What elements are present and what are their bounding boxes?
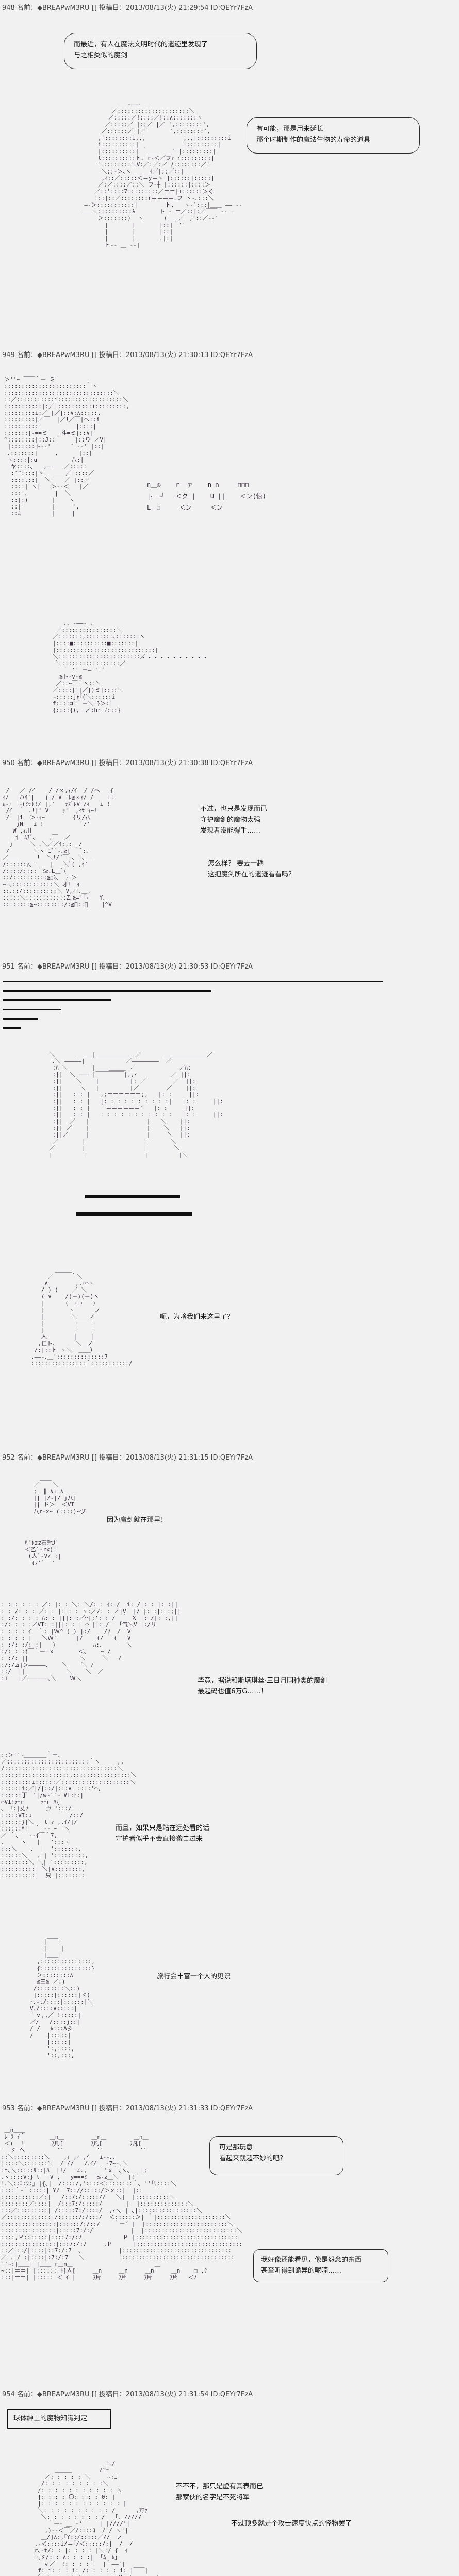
post-948-header: 948 名前：◆BREAPwM3RU [] 投稿日：2013/08/13(火) … [2, 4, 253, 12]
scene-transition-bar-1 [3, 981, 383, 982]
aa-observer-figure: ::＞''~＿＿＿＿｀ー､ ／::::::::::::::::::::::::｀… [1, 1752, 137, 1879]
dialog-sword-value: 毕竟，据说和斯塔琪丝·三日月同种类的魔剑 最起码也值6万G……！ [198, 1677, 327, 1696]
aa-top-hat-gentleman: |￣￣| | | _|＿＿|_ ,:::::::::::::::, {:::::… [30, 1938, 95, 2059]
dialog-undead-general: 不不不，那只是虚有其表而已 那家伙的名字是不死将军 [176, 2483, 264, 2501]
scene-transition-bar-4 [3, 1009, 61, 1010]
post-951-header: 951 名前：◆BREAPwM3RU [] 投稿日：2013/08/13(火) … [2, 963, 253, 971]
scene-transition-bar-5 [3, 1018, 38, 1020]
speech-bubble-lifespan-tool: 有可能，那是用来延长 那个时期制作的魔法生物的寿命的道具 [247, 117, 420, 154]
aa-gesture-row: n＿◎ r――ァ n ∩ ⊓⊓⊓ |⌐－┘ ＜ク | U || ＜ン(惊) L－… [147, 481, 266, 511]
ellipsis-dots: ・・・・・・・・・・・ [140, 654, 209, 662]
scene-transition-bar-3 [3, 999, 111, 1001]
aa-long-hair-figure: ＞''~ ￣￣｀ー ミ ::::::::::::::::::::::::｀ヽ :… [4, 376, 129, 517]
corridor-door-bar-upper [85, 1195, 180, 1198]
scene-transition-bar-2 [3, 990, 211, 992]
aa-round-robot-figure: ＿＿＿ ／ ｀＼ ∧ ,.ｨ⌒ヽ / ) ) ／ ＼ ( ∨ /(－)(－)ヽ … [31, 1266, 133, 1367]
post-953-header: 953 名前：◆BREAPwM3RU [] 投稿日：2013/08/13(火) … [2, 2105, 253, 2112]
aa-small-girl: ＿＿ ／ ＼ ; ∥ ∧i ∧ || |/-|/ j八| || ド＞ ＜VI 八… [33, 1475, 86, 1515]
dialog-why-here: 呃，为啥我们来这里了？ [160, 1313, 234, 1321]
dialog-monster-speed: 不过顶多就是个攻击速度快点的怪物罢了 [231, 2520, 352, 2528]
post-950-header: 950 名前：◆BREAPwM3RU [] 投稿日：2013/08/13(火) … [2, 759, 253, 767]
aa-party-scene: ＿n＿＿ ﾚ'ﾌ ｲ｀ ＿n＿ ＿n＿ ＿n＿ ＜( ! ﾌ凡[ ﾌ凡[ ﾌ凡[… [1, 2127, 242, 2281]
post-952-header: 952 名前：◆BREAPwM3RU [] 投稿日：2013/08/13(火) … [2, 1454, 253, 1462]
aa-sphere-gentleman: ＼/ ＿＿＿ /^ｰ ／: : : : : ＼ ~:i /: : : : : :… [34, 2460, 160, 2576]
aa-robed-mage: ＿ -――- ＿ ／:::::::::::::::::::::＼ ／:::::／… [80, 101, 242, 248]
aa-explain-scene: : : : : : : ／: |: : ＼: ＼/: : ｲ: / i: /|:… [1, 1601, 181, 1682]
aa-ruins-corridor: ＼ ＿＿＿|＿＿＿＿＿＿＿／ ＿＿＿＿＿＿＿＿／ ､＼ ―――――| ／――――… [49, 1051, 223, 1158]
speech-bubble-ruins-discovery: 而最近，有人在魔法文明时代的遗迹里发现了 与之相类似的魔剑 [64, 33, 257, 69]
dialog-discovery-limit: 不过，也只是发现而已 守护魔剑的魔物太强 发现者没能得手…… [200, 805, 268, 835]
scene-transition-bar-6 [3, 1027, 21, 1029]
aa-blank-face: ,. -――- ､ ／::::::::::::::::＼ ／:::::::,::… [52, 620, 159, 714]
post-949-header: 949 名前：◆BREAPwM3RU [] 投稿日：2013/08/13(火) … [2, 351, 253, 359]
aa-speaker-figure: / ／ /ｲ / /ｘ,ｨ/ｲ / /ヘ { ｨ/ ハｲ'| j|/ V 'ﾚ≧… [3, 787, 114, 908]
speech-bubble-grudge: 我好像还能看见，像是怨念的东西 甚至听得到诡异的呢喃…… [253, 2249, 388, 2282]
speech-bubble-danger: 可是那玩意 看起来就超不妙的吧？ [209, 2136, 343, 2175]
corridor-door-bar-lower [76, 1212, 192, 1216]
dialog-invitation: 怎么样？ 要去一趟 这把魔剑所在的遗迹看看吗？ [208, 860, 296, 878]
dialog-guardian-behavior: 而且，如果只是站在远处看的话 守护者似乎不会直接袭击过来 [116, 1824, 210, 1843]
dialog-sword-there: 因为魔剑就在那里！ [107, 1516, 168, 1524]
post-954-header: 954 名前：◆BREAPwM3RU [] 投稿日：2013/08/13(火) … [2, 2391, 253, 2398]
aa-sleepy-figure: ﾊ')zz石ﾃづ` ＜乙`-rx)| (人`-V/ :| (ﾉ'` '' [25, 1539, 61, 1566]
monster-knowledge-check-box: 球体紳士的魔物知識判定 [7, 2409, 111, 2429]
dialog-travel-enriches: 旅行会丰富一个人的见识 [157, 1973, 231, 1980]
